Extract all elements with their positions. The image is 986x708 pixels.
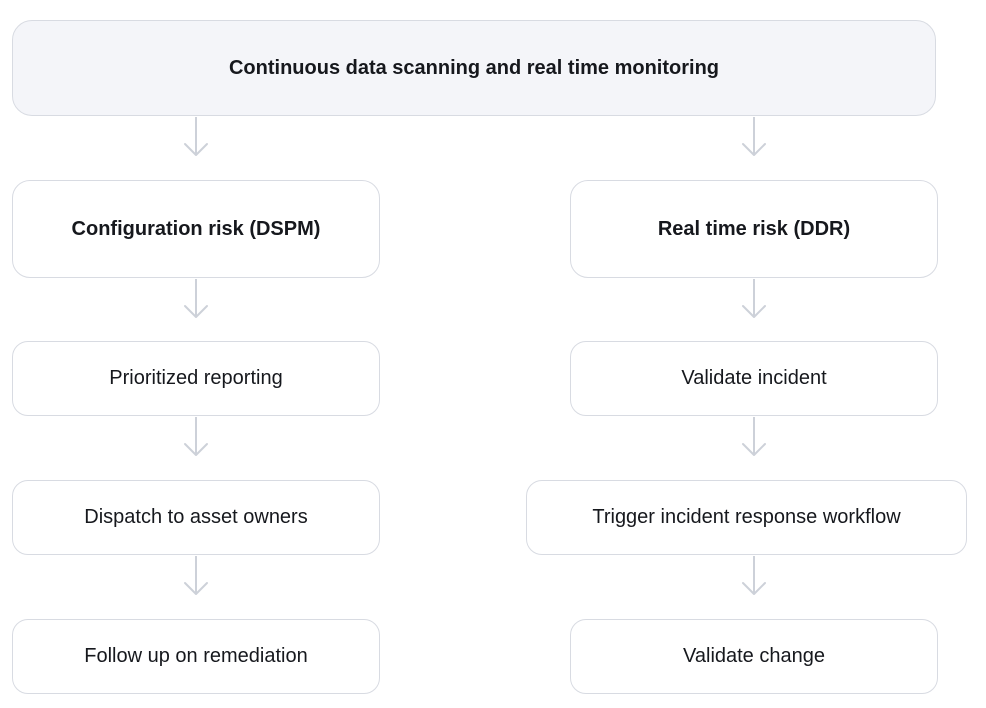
node-label: Continuous data scanning and real time m… [228, 56, 720, 79]
arrow-down-icon [182, 279, 210, 325]
node-label: Trigger incident response workflow [592, 506, 901, 528]
node-validate-change: Validate change [570, 619, 938, 694]
node-label: Dispatch to asset owners [84, 506, 308, 528]
node-label: Validate incident [681, 367, 827, 389]
arrow-down-icon [182, 556, 210, 602]
node-real-time-risk: Real time risk (DDR) [570, 180, 938, 278]
node-continuous-scanning: Continuous data scanning and real time m… [12, 20, 936, 116]
arrow-down-icon [740, 279, 768, 325]
arrow-down-icon [740, 417, 768, 463]
node-label: Real time risk (DDR) [657, 217, 851, 240]
arrow-down-icon [740, 117, 768, 163]
arrow-down-icon [182, 117, 210, 163]
arrow-down-icon [740, 556, 768, 602]
node-dispatch-asset-owners: Dispatch to asset owners [12, 480, 380, 555]
node-validate-incident: Validate incident [570, 341, 938, 416]
node-label: Follow up on remediation [84, 645, 308, 667]
node-trigger-incident-response: Trigger incident response workflow [526, 480, 967, 555]
node-configuration-risk: Configuration risk (DSPM) [12, 180, 380, 278]
node-prioritized-reporting: Prioritized reporting [12, 341, 380, 416]
node-label: Prioritized reporting [109, 367, 283, 389]
node-label: Configuration risk (DSPM) [71, 217, 321, 240]
node-label: Validate change [683, 645, 825, 667]
arrow-down-icon [182, 417, 210, 463]
node-follow-up-remediation: Follow up on remediation [12, 619, 380, 694]
